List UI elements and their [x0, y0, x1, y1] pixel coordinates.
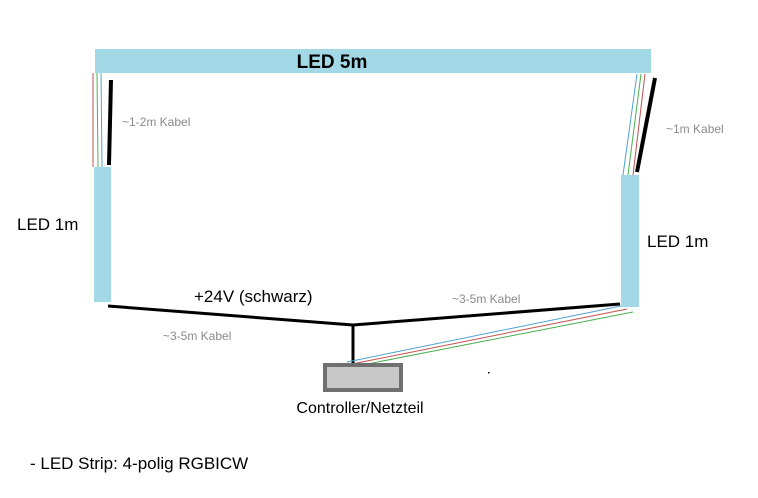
cable-label-right-bottom: ~3-5m Kabel [452, 292, 520, 306]
cable-label-right-vertical: ~1m Kabel [666, 122, 724, 136]
cable-left-vertical [92, 72, 113, 168]
controller-box [323, 363, 403, 392]
led-strip-top [95, 49, 651, 73]
led-strip-left [94, 167, 111, 302]
voltage-label: +24V (schwarz) [194, 287, 313, 306]
led-left-label: LED 1m [17, 215, 78, 234]
cable-label-left-bottom: ~3-5m Kabel [163, 329, 231, 343]
stray-dot [488, 372, 490, 374]
strip-note: - LED Strip: 4-polig RGBICW [30, 454, 248, 473]
wire-24v [107, 302, 621, 366]
cable-right-vertical [622, 73, 657, 176]
cable-label-left-vertical: ~1-2m Kabel [122, 115, 190, 129]
led-right-label: LED 1m [647, 232, 708, 251]
controller-label: Controller/Netzteil [296, 400, 423, 417]
cable-right-bottom [346, 305, 634, 367]
led-strip-right [621, 175, 639, 307]
led-top-label: LED 5m [297, 52, 368, 73]
